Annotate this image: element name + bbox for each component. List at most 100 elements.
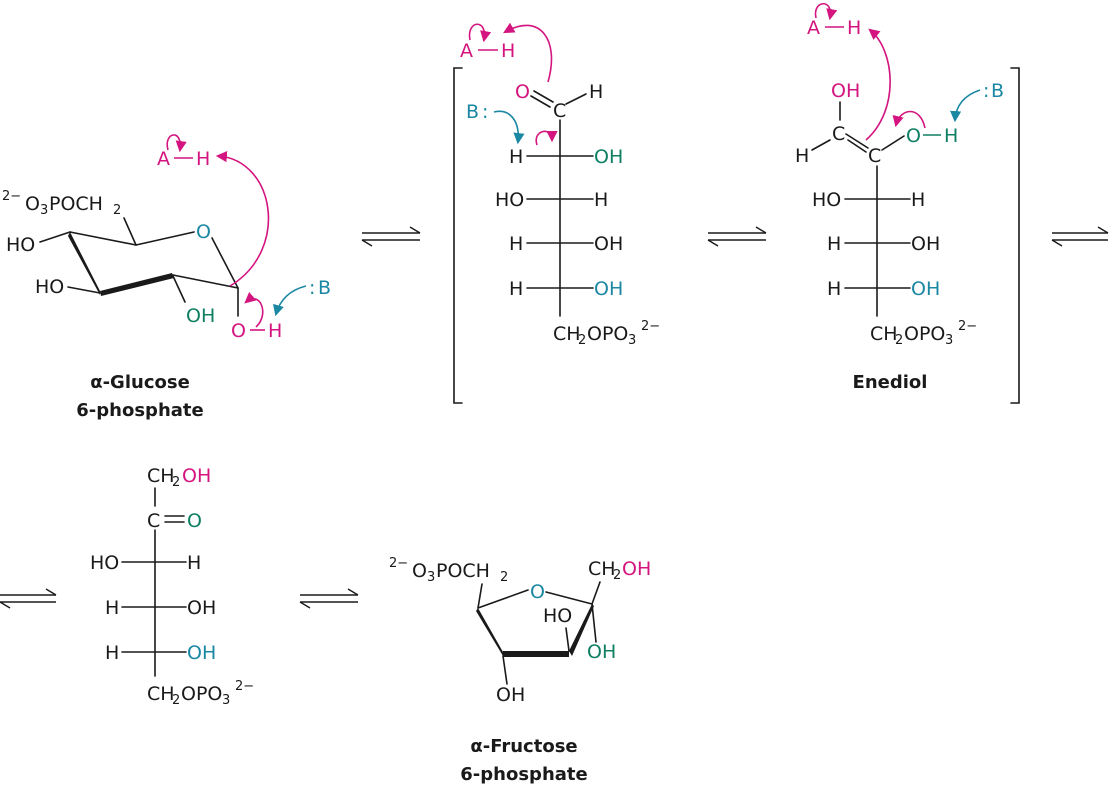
c2-oxygen: O — [906, 125, 921, 147]
c4-hydroxyl: OH — [911, 233, 940, 255]
c3-hydrogen: H — [187, 552, 201, 574]
c2-hydroxyl: OH — [594, 146, 623, 168]
curved-arrow-icon — [892, 110, 926, 129]
c2-oh-hydrogen: H — [944, 125, 958, 147]
hydroxyl-c2: OH — [186, 305, 215, 327]
c6-opo: OPO — [904, 323, 945, 345]
equilibrium-arrow-2 — [707, 226, 767, 247]
enediol-structure: A H OH C H C O H : B HO H H OH H OH CH 2… — [795, 2, 1020, 404]
acid-hydrogen: H — [501, 40, 515, 62]
phosphate-o: O — [412, 560, 427, 582]
c4-hydroxyl: OH — [187, 597, 216, 619]
glucose-6-phosphate-structure: A H 2− O 3 POCH 2 O HO HO OH O H : B — [2, 134, 331, 421]
curved-arrow-icon — [244, 291, 264, 328]
curved-arrow-icon — [814, 2, 838, 21]
hydroxyl-c4: HO — [6, 234, 35, 256]
c2-carbonyl-oxygen: O — [187, 510, 202, 532]
base-atom-b: B — [991, 80, 1004, 102]
c3-hydroxyl: HO — [495, 189, 524, 211]
curved-arrow-icon — [468, 23, 492, 43]
c5-hydrogen: H — [105, 642, 119, 664]
fructose-6-phosphate-structure: 2− O 3 POCH 2 O OH HO OH CH 2 OH α-Fruct… — [389, 556, 651, 785]
carbon-c2: C — [868, 145, 881, 167]
c3-hydroxyl: HO — [90, 552, 119, 574]
base-lone-pair: : — [983, 80, 989, 102]
curved-arrow-icon — [493, 110, 525, 145]
carbon-c1: C — [553, 100, 566, 122]
carbon-c1: C — [832, 123, 845, 145]
curved-arrow-icon — [273, 285, 307, 317]
subscript-3: 3 — [40, 203, 48, 218]
curved-arrow-icon — [503, 22, 553, 83]
c6-ch: CH — [553, 323, 581, 345]
fructose-label-line1: α-Fructose — [470, 736, 577, 757]
c1-hydrogen: H — [795, 145, 809, 167]
charge-label: 2− — [235, 679, 254, 694]
ring-oxygen: O — [530, 581, 545, 603]
anomeric-hydrogen: H — [268, 320, 282, 342]
c6-ch: CH — [870, 323, 898, 345]
subscript-3: 3 — [945, 333, 953, 348]
c4-hydroxyl: OH — [594, 233, 623, 255]
equilibrium-arrow-4 — [0, 588, 57, 609]
subscript-3: 3 — [628, 333, 636, 348]
base-lone-pair: : — [482, 101, 488, 123]
equilibrium-arrow-5 — [299, 588, 359, 609]
phosphate-poch: POCH — [436, 560, 490, 582]
subscript-3: 3 — [222, 693, 230, 708]
c6-opo: OPO — [587, 323, 628, 345]
c5-hydroxyl: OH — [911, 278, 940, 300]
acid-hydrogen: H — [196, 148, 210, 170]
subscript-2: 2 — [500, 570, 508, 585]
charge-label: 2− — [958, 319, 977, 334]
curved-arrow-icon — [865, 28, 891, 141]
curved-arrow-icon — [535, 130, 558, 146]
carbonyl-oxygen: O — [515, 81, 530, 103]
charge-label: 2− — [641, 319, 660, 334]
c5-hydrogen: H — [827, 278, 841, 300]
base-atom-b: B — [466, 101, 479, 123]
c1-hydroxyl: OH — [831, 80, 860, 102]
glucose-label-line2: 6-phosphate — [76, 400, 203, 421]
c4-hydrogen: H — [827, 233, 841, 255]
c2-hydrogen: H — [509, 146, 523, 168]
curved-arrow-icon — [215, 151, 270, 287]
ring-oxygen: O — [196, 221, 211, 243]
acid-atom-a: A — [807, 17, 820, 39]
c1-ch: CH — [588, 558, 616, 580]
open-chain-glucose: A H O C H B : H OH HO H H OH H OH CH 2 O… — [453, 22, 660, 404]
enediol-label: Enediol — [853, 372, 928, 393]
c3-hydroxyl: HO — [543, 605, 572, 627]
acid-hydrogen: H — [847, 17, 861, 39]
phosphate-o: O — [25, 193, 40, 215]
phosphate-poch: POCH — [49, 193, 103, 215]
base-lone-pair: : — [309, 277, 315, 299]
c1-hydroxyl: OH — [622, 558, 651, 580]
subscript-2: 2 — [113, 203, 121, 218]
c4-hydroxyl: OH — [496, 684, 525, 706]
hydroxyl-c3: HO — [35, 276, 64, 298]
base-atom-b: B — [318, 277, 331, 299]
c4-hydrogen: H — [509, 233, 523, 255]
c5-hydrogen: H — [509, 278, 523, 300]
glucose-label-line1: α-Glucose — [90, 372, 190, 393]
open-chain-fructose: CH 2 OH C O HO H H OH H OH CH 2 OPO 3 2− — [90, 465, 254, 708]
anomeric-oxygen: O — [231, 320, 246, 342]
subscript-2: 2 — [895, 333, 903, 348]
fructose-label-line2: 6-phosphate — [460, 764, 587, 785]
subscript-2: 2 — [578, 333, 586, 348]
carbon-c2: C — [147, 510, 160, 532]
subscript-2: 2 — [172, 475, 180, 490]
curved-arrow-icon — [166, 134, 187, 153]
charge-label: 2− — [2, 189, 21, 204]
c5-hydroxyl: OH — [187, 642, 216, 664]
aldehyde-hydrogen: H — [589, 81, 603, 103]
subscript-2: 2 — [172, 693, 180, 708]
acid-atom-a: A — [460, 40, 473, 62]
c6-opo: OPO — [181, 683, 222, 705]
c4-hydrogen: H — [105, 597, 119, 619]
equilibrium-arrow-3 — [1051, 226, 1109, 247]
c6-ch: CH — [147, 683, 175, 705]
c1-hydroxyl: OH — [182, 465, 211, 487]
